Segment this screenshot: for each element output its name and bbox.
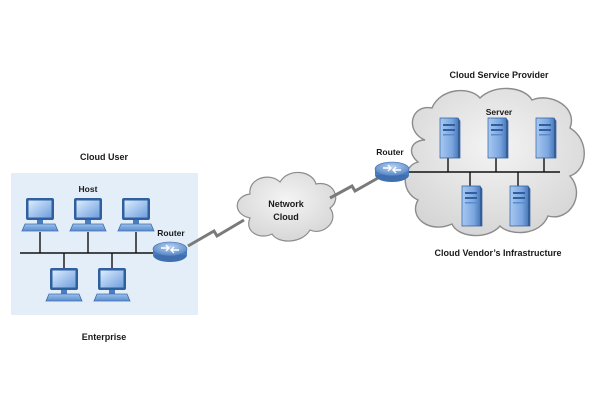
host-computer-icon[interactable] xyxy=(117,197,155,232)
server-tower-icon[interactable] xyxy=(509,185,531,227)
provider-router-icon[interactable] xyxy=(374,161,410,183)
network-cloud-label-line1: Network xyxy=(268,199,305,209)
enterprise-router-label: Router xyxy=(157,228,185,238)
network-cloud xyxy=(236,171,337,242)
host-computer-icon[interactable] xyxy=(45,267,83,302)
provider-router-label: Router xyxy=(376,147,404,157)
server-tower-icon[interactable] xyxy=(535,117,557,159)
host-computer-icon[interactable] xyxy=(93,267,131,302)
network-cloud-label-line2: Cloud xyxy=(273,212,299,222)
enterprise-lan xyxy=(20,232,158,268)
enterprise-router-icon[interactable] xyxy=(152,241,188,263)
cloud-vendor-infrastructure-label: Cloud Vendor’s Infrastructure xyxy=(434,248,561,258)
host-computer-icon[interactable] xyxy=(21,197,59,232)
server-tower-icon[interactable] xyxy=(439,117,461,159)
cloud-user-label: Cloud User xyxy=(80,152,129,162)
host-label: Host xyxy=(79,184,98,194)
cloud-service-provider-label: Cloud Service Provider xyxy=(449,70,549,80)
host-computer-icon[interactable] xyxy=(69,197,107,232)
provider-lan xyxy=(404,158,560,186)
serial-lightning-link-icon xyxy=(329,176,379,200)
enterprise-label: Enterprise xyxy=(82,332,127,342)
serial-lightning-link-icon xyxy=(187,218,245,248)
server-label: Server xyxy=(486,107,513,117)
server-tower-icon[interactable] xyxy=(487,117,509,159)
server-tower-icon[interactable] xyxy=(461,185,483,227)
